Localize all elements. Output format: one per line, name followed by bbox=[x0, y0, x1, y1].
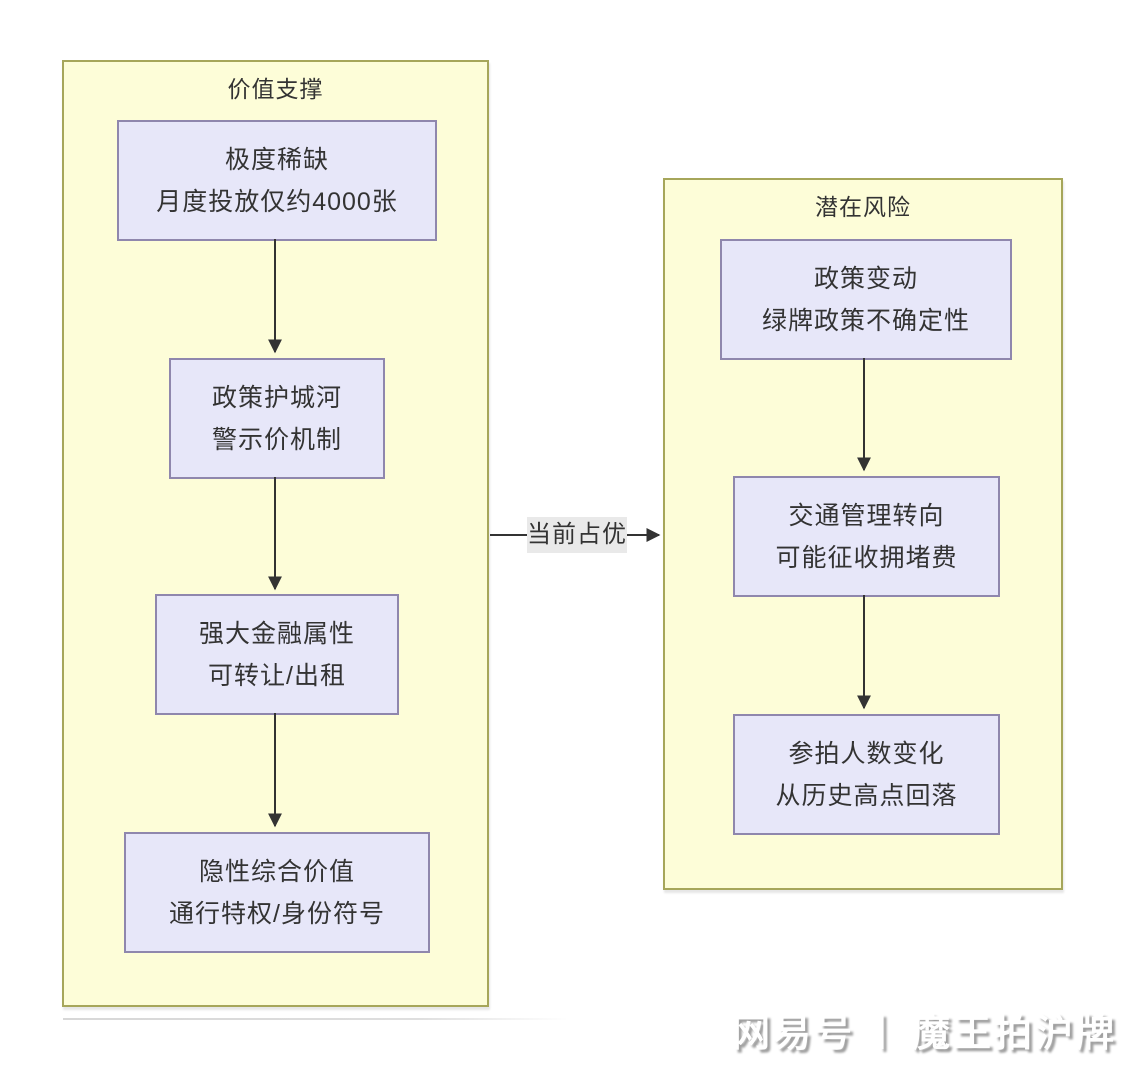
node-line: 通行特权/身份符号 bbox=[169, 899, 385, 928]
group-value-support: 价值支撑 极度稀缺 月度投放仅约4000张 政策护城河 警示价机制 强大金融属性… bbox=[62, 60, 489, 1007]
node-policy-change: 政策变动 绿牌政策不确定性 bbox=[720, 239, 1012, 360]
watermark: 网易号丨魔王拍沪牌 bbox=[732, 1002, 1117, 1057]
group-title-potential-risk: 潜在风险 bbox=[815, 194, 911, 220]
group-title-value-support: 价值支撑 bbox=[227, 76, 324, 102]
node-line: 警示价机制 bbox=[211, 425, 342, 454]
node-line: 绿牌政策不确定性 bbox=[761, 306, 970, 335]
node-line: 政策护城河 bbox=[211, 383, 342, 412]
watermark-account: 魔王拍沪牌 bbox=[911, 1013, 1117, 1055]
node-bidder-count: 参拍人数变化 从历史高点回落 bbox=[733, 714, 1000, 835]
node-line: 参拍人数变化 bbox=[788, 739, 945, 768]
node-line: 月度投放仅约4000张 bbox=[156, 187, 398, 216]
node-policy-moat: 政策护城河 警示价机制 bbox=[169, 358, 385, 479]
group-potential-risk: 潜在风险 政策变动 绿牌政策不确定性 交通管理转向 可能征收拥堵费 参拍人数变化… bbox=[663, 178, 1063, 890]
node-traffic-management: 交通管理转向 可能征收拥堵费 bbox=[733, 476, 1000, 597]
watermark-separator: 丨 bbox=[862, 1013, 904, 1055]
edge-label-currently-dominant: 当前占优 bbox=[527, 517, 627, 553]
node-line: 可能征收拥堵费 bbox=[775, 543, 958, 572]
watermark-brand: 网易号 bbox=[731, 1013, 855, 1055]
node-line: 隐性综合价值 bbox=[198, 857, 355, 886]
node-line: 强大金融属性 bbox=[198, 619, 355, 648]
node-line: 可转让/出租 bbox=[208, 661, 346, 690]
node-line: 从历史高点回落 bbox=[775, 781, 958, 810]
node-line: 极度稀缺 bbox=[224, 145, 329, 174]
node-scarcity: 极度稀缺 月度投放仅约4000张 bbox=[117, 120, 437, 241]
page-divider-line bbox=[63, 1018, 568, 1020]
node-line: 交通管理转向 bbox=[788, 501, 945, 530]
node-financial-attribute: 强大金融属性 可转让/出租 bbox=[155, 594, 399, 715]
node-line: 政策变动 bbox=[813, 264, 918, 293]
node-implicit-value: 隐性综合价值 通行特权/身份符号 bbox=[124, 832, 430, 953]
